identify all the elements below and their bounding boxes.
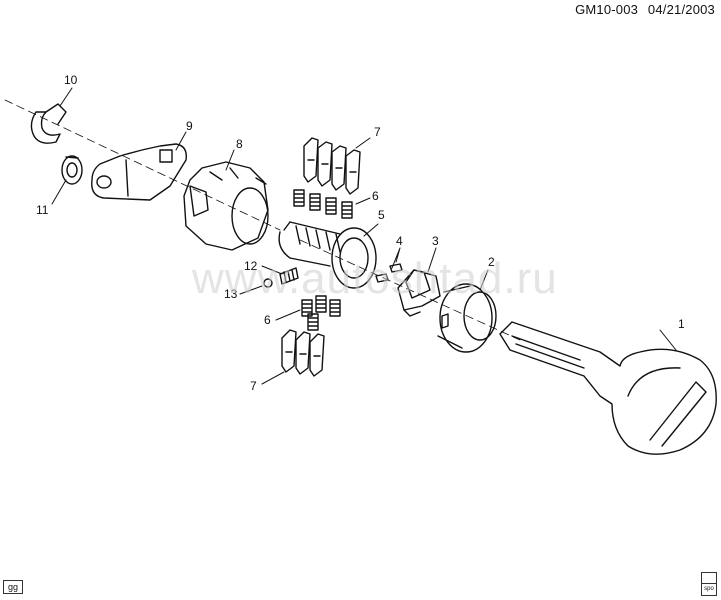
callout-3: 3 [432,234,439,248]
callout-11: 11 [36,203,49,217]
callout-2: 2 [488,255,495,269]
tumblers-lower-part [281,329,325,377]
footer-badge-right-top [702,573,716,584]
footer-badge-right: spo [701,572,717,596]
callout-13: 13 [224,287,238,301]
lock-cylinder-part [278,221,377,289]
callout-8: 8 [236,137,243,151]
cylinder-housing-part [183,161,269,251]
retaining-clip-part [30,103,67,144]
callout-7-lower: 7 [250,379,257,393]
callout-5: 5 [378,208,385,222]
shutter-retainer-part [397,269,441,317]
leader-lines [51,87,677,385]
callout-6-lower: 6 [264,313,271,327]
tumbler-springs-upper-part [293,189,353,219]
spring-part [279,267,299,285]
assembly-axis-line [4,99,521,341]
diagram-header: GM10-003 04/21/2003 [569,2,715,17]
key-part [499,321,717,455]
callout-7-upper: 7 [374,125,381,139]
callout-10: 10 [64,73,78,87]
diagram-code: GM10-003 [575,2,639,17]
diagram-date: 04/21/2003 [647,2,715,17]
small-springs-part [375,263,403,283]
callout-6-upper: 6 [372,189,379,203]
footer-badge-left: gg [3,580,23,594]
bezel-ring-part [437,283,497,353]
callout-1: 1 [678,317,685,331]
ball-part [263,278,273,288]
callout-12: 12 [244,259,258,273]
footer-badge-right-text: spo [704,586,714,592]
callout-9: 9 [186,119,193,133]
callout-labels: 1 2 3 4 5 6 6 7 7 8 9 10 11 12 13 [36,73,685,393]
washer-part [61,155,83,185]
tumblers-upper-part [303,137,361,195]
tumbler-springs-lower-part [301,295,341,331]
callout-4: 4 [396,234,403,248]
lock-arm-part [91,143,187,201]
